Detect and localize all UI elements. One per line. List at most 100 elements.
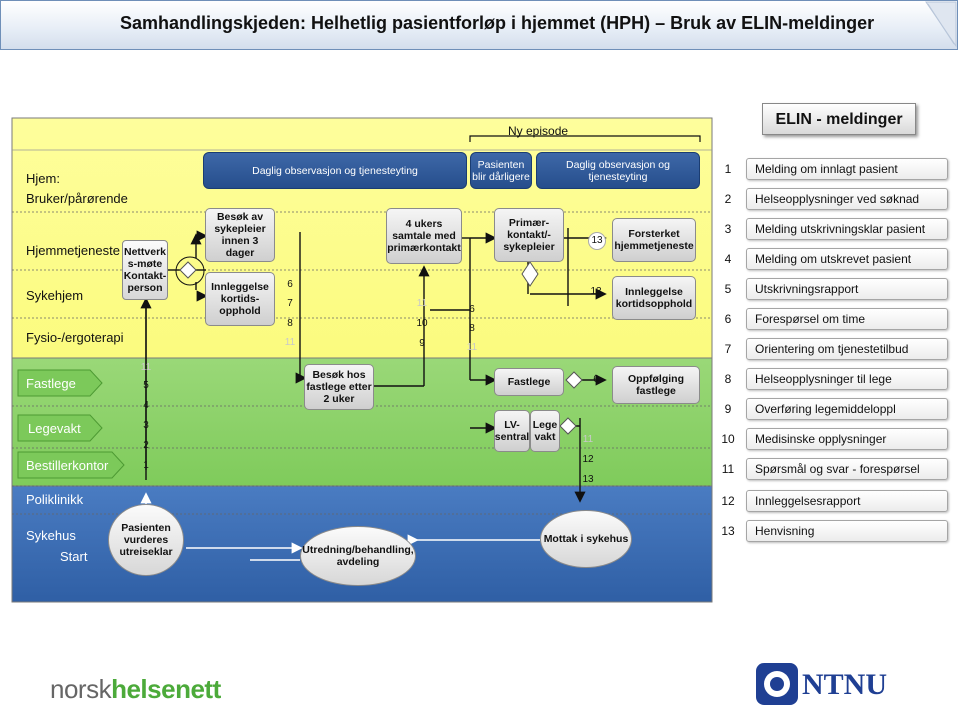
box-besok-sykepleier: Besøk av sykepleier innen 3 dager — [205, 208, 275, 262]
step-number: 11 — [140, 362, 152, 373]
elin-item-number: 1 — [724, 162, 732, 176]
box-forsterket-hjemmetjeneste: Forsterket hjemmetjeneste — [612, 218, 696, 262]
lane-poliklinikk: Poliklinikk — [26, 492, 84, 507]
elin-item-number: 9 — [724, 402, 732, 416]
step-number: 8 — [469, 323, 475, 334]
step-number: 6 — [593, 374, 599, 385]
elin-item: 9 Overføring legemiddeloppl — [716, 398, 948, 420]
box-daglig-observasjon-1: Daglig observasjon og tjenesteyting — [203, 152, 467, 189]
elin-item-number: 12 — [721, 494, 735, 508]
elin-item-number: 7 — [724, 342, 732, 356]
step-number: 13 — [590, 286, 602, 297]
page-title: Samhandlingskjeden: Helhetlig pasientfor… — [120, 13, 875, 33]
lane-sykehjem: Sykehjem — [26, 288, 84, 303]
elin-item-label: Forespørsel om time — [746, 308, 948, 330]
logo-text-norsk: norsk — [50, 674, 112, 704]
box-oppfolging-fastlege: Oppfølging fastlege — [612, 366, 700, 404]
elin-item: 7 Orientering om tjenestetilbud — [716, 338, 948, 360]
elin-item: 13 Henvisning — [716, 520, 948, 542]
step-number: 11 — [582, 434, 594, 445]
elin-item: 12 Innleggelsesrapport — [716, 490, 948, 512]
step-number: 3 — [143, 420, 149, 431]
step-number: 6 — [287, 279, 293, 290]
ntnu-logo-icon — [756, 663, 798, 705]
step-number: 11 — [416, 298, 428, 309]
title-bar — [0, 0, 958, 50]
elin-item-number: 6 — [724, 312, 732, 326]
elin-item: 4 Melding om utskrevet pasient — [716, 248, 948, 270]
elin-item-number: 4 — [724, 252, 732, 266]
box-pasienten-vurderes: Pasienten vurderes utreiseklar — [108, 504, 184, 576]
elin-item-number: 8 — [724, 372, 732, 386]
lane-bestillerkontor: Bestillerkontor — [26, 458, 109, 473]
step-number: 13 — [582, 474, 594, 485]
elin-item: 8 Helseopplysninger til lege — [716, 368, 948, 390]
step-number: 2 — [143, 440, 149, 451]
elin-item: 1 Melding om innlagt pasient — [716, 158, 948, 180]
step-number: 6 — [469, 304, 475, 315]
lane-legevakt: Legevakt — [28, 421, 81, 436]
elin-item: 6 Forespørsel om time — [716, 308, 948, 330]
elin-item: 2 Helseopplysninger ved søknad — [716, 188, 948, 210]
box-innleggelse-kortidsopphold-1: Innleggelse kortids-opphold — [205, 272, 275, 326]
step-number: 12 — [582, 454, 594, 465]
norsk-helsenett-logo: norskhelsenett — [50, 674, 221, 705]
step-number: 11 — [284, 337, 296, 348]
elin-item-label: Overføring legemiddeloppl — [746, 398, 948, 420]
box-primaerkontakt: Primær-kontakt/-sykepleier — [494, 208, 564, 262]
step-number: 1 — [143, 460, 149, 471]
elin-item-label: Innleggelsesrapport — [746, 490, 948, 512]
elin-item-label: Medisinske opplysninger — [746, 428, 948, 450]
elin-item-label: Spørsmål og svar - forespørsel — [746, 458, 948, 480]
lane-hjemmetjeneste: Hjemmetjeneste — [26, 243, 120, 258]
elin-item: 5 Utskrivningsrapport — [716, 278, 948, 300]
lane-sykehus: Sykehus — [26, 528, 76, 543]
elin-item-number: 13 — [721, 524, 735, 538]
elin-item-label: Utskrivningsrapport — [746, 278, 948, 300]
elin-item: 11 Spørsmål og svar - forespørsel — [716, 458, 948, 480]
box-innleggelse-kortidsopphold-2: Innleggelse kortidsopphold — [612, 276, 696, 320]
step-number: 9 — [419, 338, 425, 349]
elin-header: ELIN - meldinger — [762, 103, 916, 135]
box-mottak-sykehus: Mottak i sykehus — [540, 510, 632, 568]
step-number: 13 — [588, 232, 606, 250]
box-lege-vakt: Lege vakt — [530, 410, 560, 452]
elin-item: 10 Medisinske opplysninger — [716, 428, 948, 450]
elin-item-number: 3 — [724, 222, 732, 236]
step-number: 5 — [143, 380, 149, 391]
elin-item-label: Orientering om tjenestetilbud — [746, 338, 948, 360]
lane-fysio: Fysio-/ergoterapi — [26, 330, 124, 345]
lane-start: Start — [60, 549, 88, 564]
elin-item: 3 Melding utskrivningsklar pasient — [716, 218, 948, 240]
box-utredning-behandling: Utredning/behandling, avdeling — [300, 526, 416, 586]
box-daglig-observasjon-2: Daglig observasjon og tjenesteyting — [536, 152, 700, 189]
logo-text-helsenett: helsenett — [111, 674, 221, 704]
step-number: 8 — [287, 318, 293, 329]
elin-item-label: Melding om innlagt pasient — [746, 158, 948, 180]
elin-item-number: 2 — [724, 192, 732, 206]
box-fastlege: Fastlege — [494, 368, 564, 396]
step-number: 4 — [143, 400, 149, 411]
elin-item-number: 11 — [721, 462, 735, 476]
elin-item-label: Henvisning — [746, 520, 948, 542]
step-number: 7 — [287, 298, 293, 309]
box-lv-sentral: LV-sentral — [494, 410, 530, 452]
corner-decoration — [925, 1, 957, 48]
elin-item-label: Helseopplysninger til lege — [746, 368, 948, 390]
step-number: 10 — [416, 318, 428, 329]
lane-fastlege: Fastlege — [26, 376, 76, 391]
elin-item-label: Helseopplysninger ved søknad — [746, 188, 948, 210]
box-pasienten-blir-darligere: Pasienten blir dårligere — [470, 152, 532, 189]
elin-item-number: 5 — [724, 282, 732, 296]
elin-item-label: Melding om utskrevet pasient — [746, 248, 948, 270]
lane-hjem: Hjem: Bruker/pårørende — [26, 171, 128, 206]
ntnu-logo-text: NTNU — [802, 668, 888, 701]
step-number: 11 — [466, 342, 478, 353]
box-nettverksmote: Nettverk s-møte Kontakt-person — [122, 240, 168, 300]
box-4-ukers-samtale: 4 ukers samtale med primærkontakt — [386, 208, 462, 264]
elin-item-label: Melding utskrivningsklar pasient — [746, 218, 948, 240]
elin-item-number: 10 — [721, 432, 735, 446]
episode-label: Ny episode — [508, 124, 569, 138]
box-besok-fastlege: Besøk hos fastlege etter 2 uker — [304, 364, 374, 410]
